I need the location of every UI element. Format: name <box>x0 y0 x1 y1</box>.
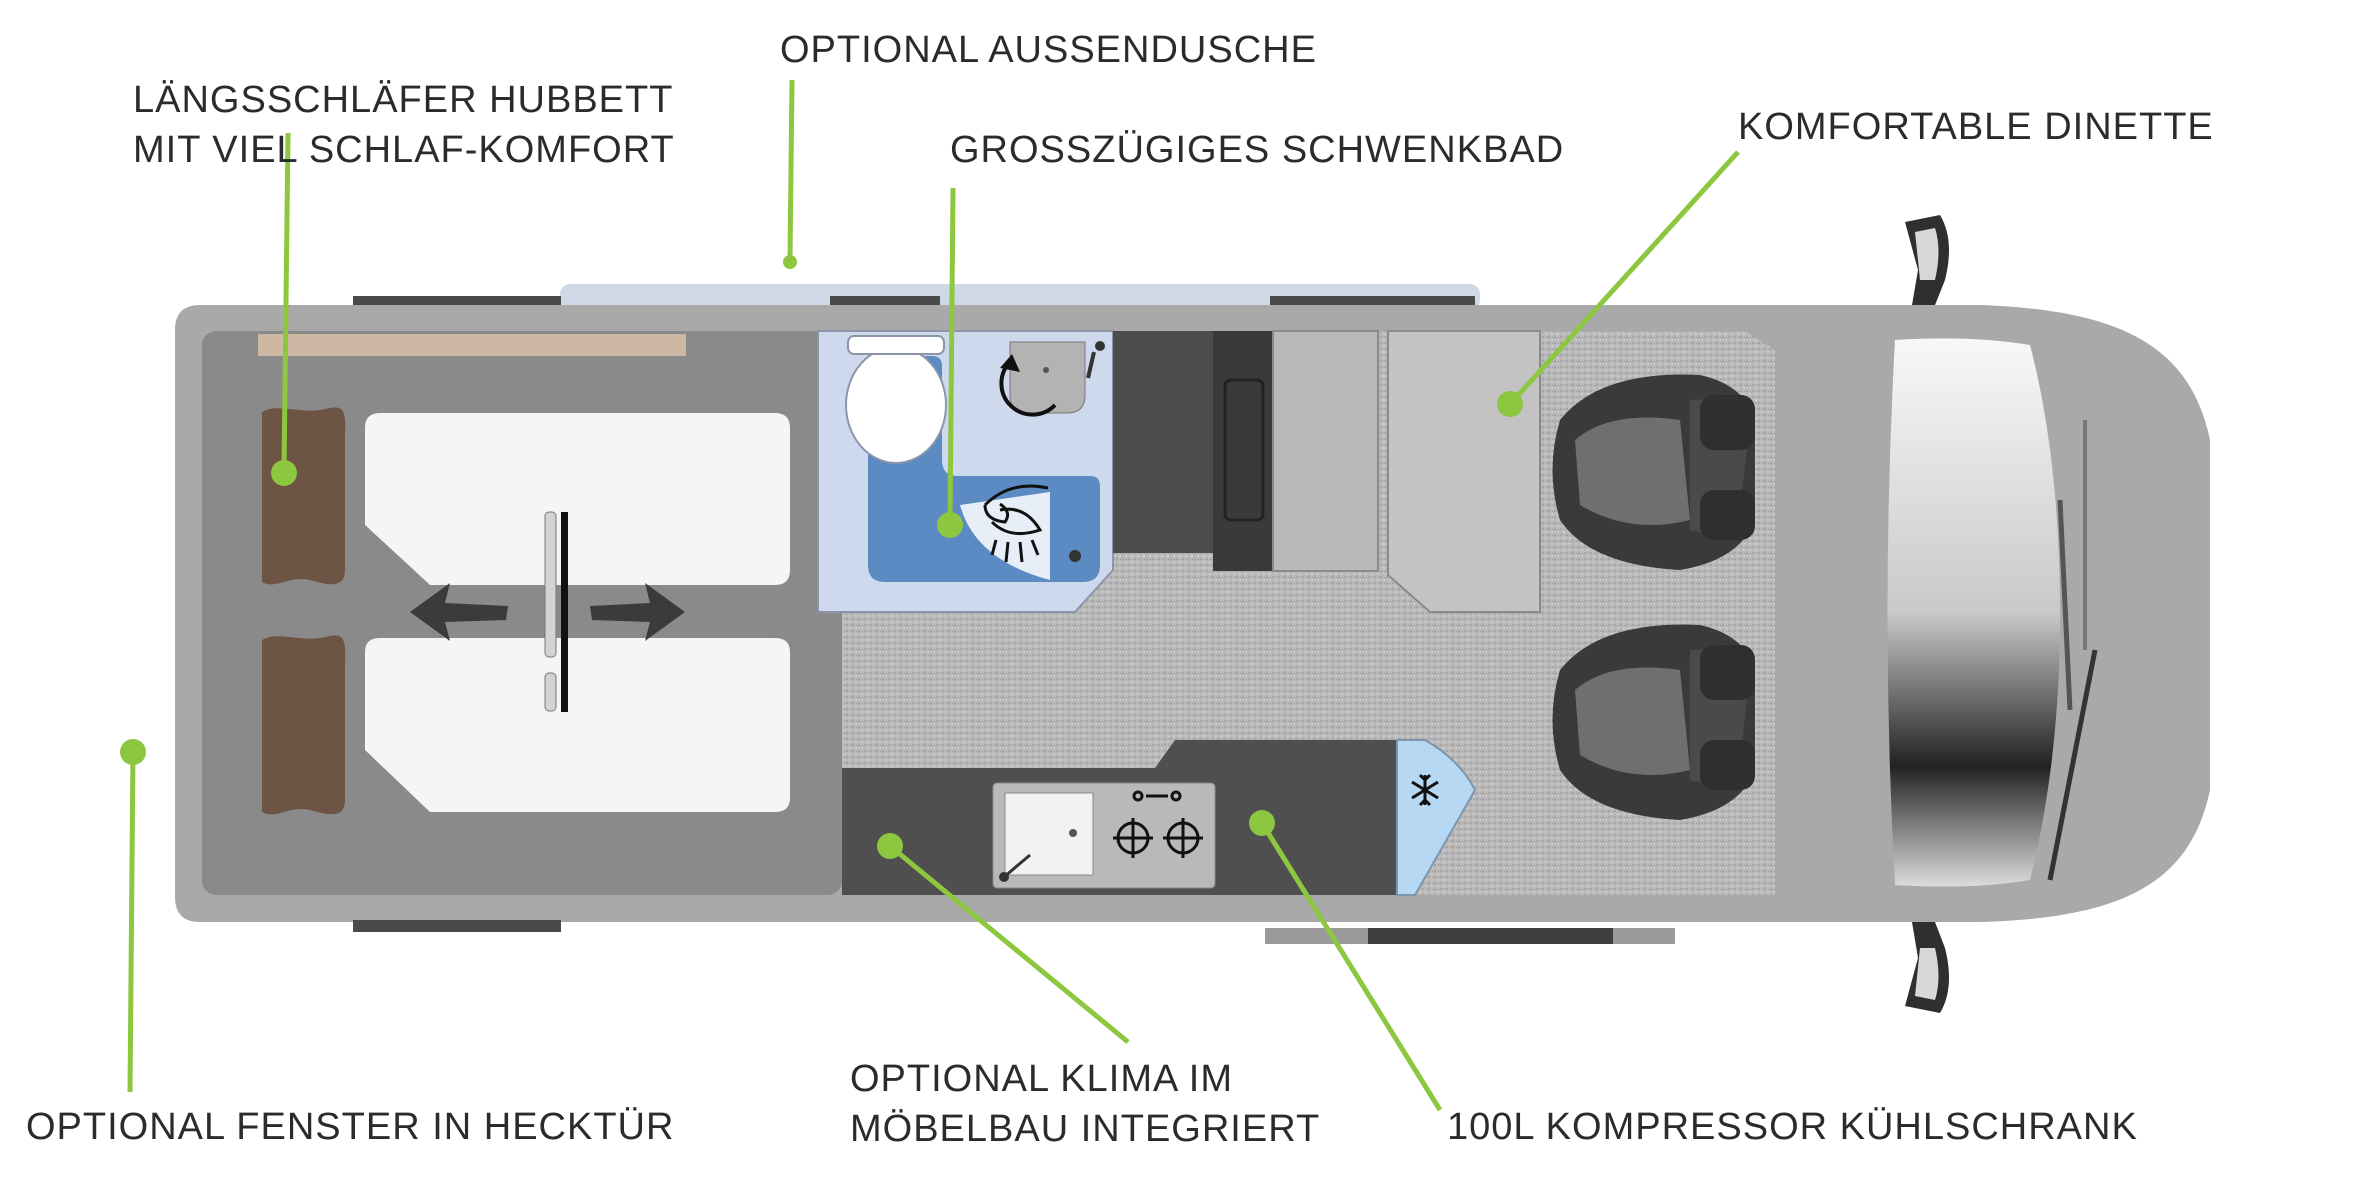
bed-frame-left-top <box>262 407 346 585</box>
callout-outdoor-shower-text: OPTIONAL AUSSENDUSCHE <box>780 29 1317 71</box>
mirror-top-glass <box>1915 228 1939 280</box>
callout-dinette-text: KOMFORTABLE DINETTE <box>1738 106 2214 148</box>
bed-lift-rail <box>544 511 557 658</box>
dot-bed <box>271 460 297 486</box>
dot-dinette <box>1497 391 1523 417</box>
line-outdoor-shower <box>787 79 795 259</box>
callout-rear-window: OPTIONAL FENSTER IN HECKTÜR <box>26 1102 674 1152</box>
bed-frame-left-bottom <box>262 635 346 815</box>
dot-air-conditioning <box>877 833 903 859</box>
callout-outdoor-shower: OPTIONAL AUSSENDUSCHE <box>780 25 1317 75</box>
callout-fridge-text: 100L KOMPRESSOR KÜHLSCHRANK <box>1447 1106 2138 1148</box>
bed-mattress-top <box>365 413 790 585</box>
line-bathroom <box>947 187 956 523</box>
faucet-knob <box>1095 341 1105 351</box>
sink-faucet <box>1003 853 1031 879</box>
bottom-window-strip <box>353 920 561 932</box>
shower-drain <box>1069 550 1081 562</box>
fridge <box>1396 739 1477 896</box>
sink-drain <box>1069 829 1077 837</box>
callout-air-conditioning-line-2: MÖBELBAU INTEGRIERT <box>850 1108 1321 1150</box>
wiper-arm <box>2047 649 2098 881</box>
sink-basin <box>1004 792 1094 876</box>
bed-lift-rail-lower <box>544 672 557 712</box>
callout-lines <box>127 79 1740 1112</box>
sink-faucet-base <box>999 872 1009 882</box>
dot-fridge <box>1249 810 1275 836</box>
wiper-top <box>2057 499 2073 711</box>
outdoor-shower-strip <box>560 284 1480 310</box>
wardrobe-handle <box>1223 378 1265 522</box>
rear-shelf <box>258 334 686 356</box>
swivel-arrow-head <box>1000 354 1020 372</box>
wardrobe-dark <box>1113 331 1213 553</box>
dinette-table <box>1387 330 1541 613</box>
callout-bed-line-2: MIT VIEL SCHLAF-KOMFORT <box>133 129 675 171</box>
bed-lift-bar <box>561 512 568 712</box>
toilet-tank <box>847 335 945 355</box>
line-fridge <box>1259 821 1443 1112</box>
windshield <box>1887 338 2060 887</box>
basin-drain <box>1043 367 1049 373</box>
callout-dinette: KOMFORTABLE DINETTE <box>1738 102 2214 152</box>
bed-mattress-bottom <box>365 638 790 812</box>
callout-bed: LÄNGSSCHLÄFER HUBBETT MIT VIEL SCHLAF-KO… <box>133 75 675 175</box>
snowflake-icon <box>1411 773 1439 807</box>
toilet-bowl <box>845 346 947 464</box>
sliding-door-rail-dark <box>1368 928 1613 944</box>
dot-outdoor-shower <box>783 255 797 269</box>
callout-air-conditioning-line-1: OPTIONAL KLIMA IM <box>850 1058 1234 1100</box>
callout-fridge: 100L KOMPRESSOR KÜHLSCHRANK <box>1447 1102 2138 1152</box>
callout-dots <box>120 255 1523 859</box>
callout-rear-window-text: OPTIONAL FENSTER IN HECKTÜR <box>26 1106 675 1148</box>
basin-faucet <box>1086 351 1096 379</box>
callout-air-conditioning: OPTIONAL KLIMA IM MÖBELBAU INTEGRIERT <box>850 1054 1320 1154</box>
callout-bathroom-text: GROSSZÜGIGES SCHWENKBAD <box>950 129 1565 171</box>
arrow-right-icon <box>590 583 685 641</box>
line-dinette <box>1510 150 1740 404</box>
gas-burner-icon <box>1113 790 1203 858</box>
cabinet-light <box>1272 330 1379 572</box>
passenger-seat <box>1552 374 1755 570</box>
wash-basin <box>1009 341 1086 414</box>
dot-rear-window <box>120 739 146 765</box>
swivel-arrow-icon <box>999 360 1057 417</box>
line-bed <box>281 132 291 471</box>
callout-bathroom: GROSSZÜGIGES SCHWENKBAD <box>950 125 1564 175</box>
line-air-conditioning <box>888 844 1130 1044</box>
arrow-left-icon <box>410 583 508 641</box>
mirror-bottom-glass <box>1915 948 1939 1000</box>
line-rear-window <box>127 749 136 1093</box>
callout-bed-line-1: LÄNGSSCHLÄFER HUBBETT <box>133 79 674 121</box>
dot-bathroom <box>937 512 963 538</box>
shower-head-icon <box>983 484 1049 563</box>
driver-seat <box>1552 624 1755 820</box>
